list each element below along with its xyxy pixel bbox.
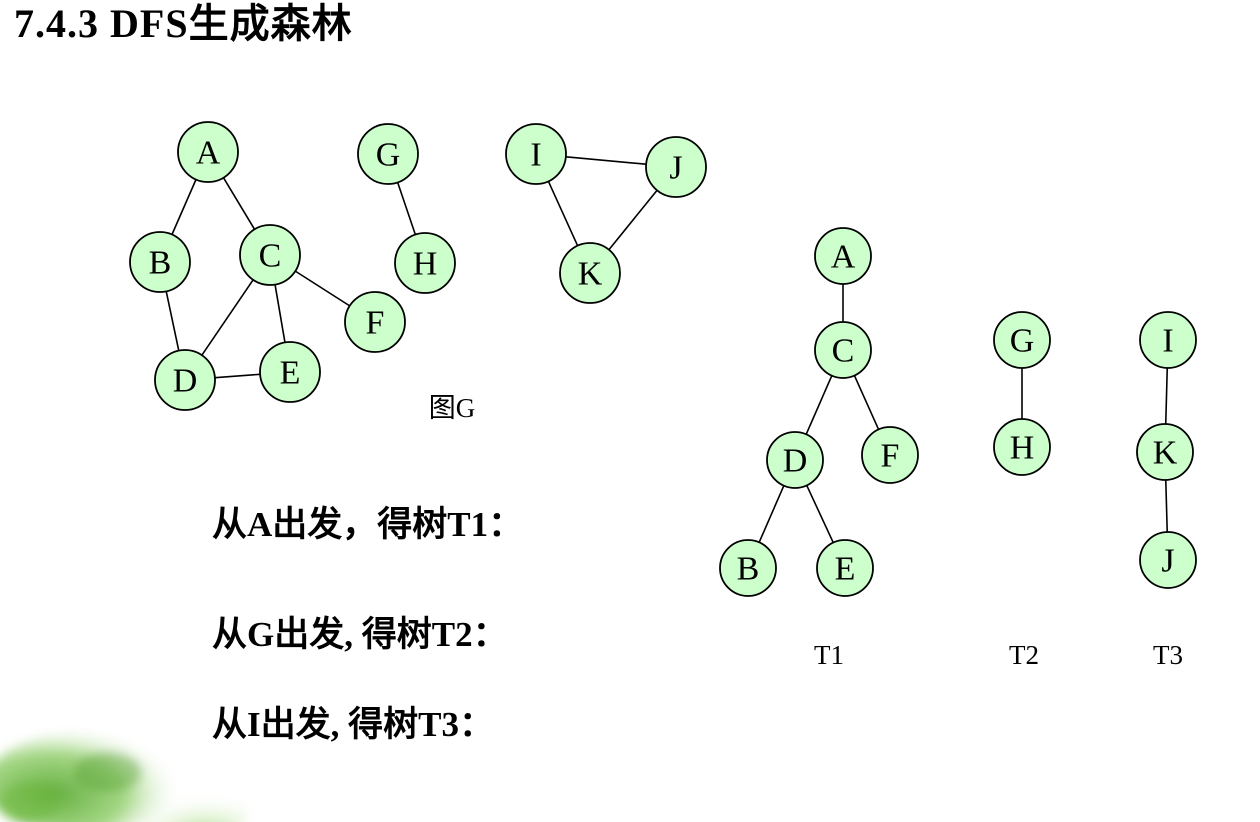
tree-t2-node-label: H	[1010, 430, 1035, 467]
graph-g-edge-A-C	[222, 177, 256, 230]
graph-g-node-I[interactable]: I	[505, 123, 567, 185]
graph-g-node-circle	[129, 231, 191, 293]
tree-t1-node-circle	[766, 431, 824, 489]
graph-g-node-label: E	[280, 355, 301, 392]
tree-t1-node-A[interactable]: A	[814, 227, 872, 285]
graph-g-edge-I-K	[547, 180, 579, 247]
graph-g-edge-J-K	[608, 189, 658, 251]
forest-edges	[758, 284, 1169, 543]
tree-t1-node-circle	[814, 321, 872, 379]
tree-t3-edge-I-K	[1164, 367, 1169, 425]
graph-g-node-F[interactable]: F	[344, 291, 406, 353]
graph-g-node-G[interactable]: G	[357, 123, 419, 185]
graph-g-node-label: J	[669, 150, 682, 187]
graph-g-node-circle	[505, 123, 567, 185]
tree-t1-node-circle	[814, 227, 872, 285]
diagram-captions: T1 T2 T3 图G	[429, 393, 1183, 670]
graph-g-node-label: K	[578, 256, 603, 293]
tree-t1-node-C[interactable]: C	[814, 321, 872, 379]
graph-g-node-label: A	[196, 135, 221, 172]
tree-t1-node-F[interactable]: F	[861, 426, 919, 484]
graph-g-caption: 图G	[429, 393, 476, 423]
tree-t1-edge-C-D	[805, 375, 833, 435]
graph-g-node-circle	[344, 291, 406, 353]
tree-t3-node-circle	[1136, 423, 1194, 481]
body-line-1: 从A出发，得树T1：	[212, 505, 524, 544]
graph-g-edge-I-J	[565, 155, 647, 166]
graph-g-node-E[interactable]: E	[259, 341, 321, 403]
graph-g-node-label: H	[413, 246, 438, 283]
graph-g-node-label: D	[173, 363, 198, 400]
tree-label-t1: T1	[814, 640, 844, 670]
tree-t1-node-E[interactable]: E	[816, 539, 874, 597]
tree-t1-node-label: C	[832, 333, 855, 370]
graph-g-edge-C-E	[274, 284, 286, 343]
graph-g-node-circle	[357, 123, 419, 185]
graph-g-node-A[interactable]: A	[177, 121, 239, 183]
graph-g-edge-G-H	[396, 182, 417, 235]
tree-t2-node-circle	[993, 311, 1051, 369]
tree-label-t3: T3	[1153, 640, 1183, 670]
tree-t1-node-label: D	[783, 443, 808, 480]
graph-g-edge-C-F	[294, 270, 351, 307]
tree-t1-node-D[interactable]: D	[766, 431, 824, 489]
tree-t3-node-label: K	[1153, 435, 1178, 472]
graph-g-edge-C-D	[201, 279, 254, 356]
graph-g-node-circle	[239, 224, 301, 286]
graph-g-node-circle	[559, 242, 621, 304]
graph-g-node-circle	[645, 136, 707, 198]
tree-t1-node-circle	[861, 426, 919, 484]
tree-t3-node-I[interactable]: I	[1139, 311, 1197, 369]
tree-t1-edge-D-B	[758, 485, 785, 543]
graph-g-edges	[165, 155, 658, 379]
tree-t3-node-circle	[1139, 311, 1197, 369]
graph-g-node-K[interactable]: K	[559, 242, 621, 304]
graph-g-node-circle	[154, 349, 216, 411]
graph-g-node-label: B	[149, 245, 172, 282]
graph-g-node-label: G	[376, 137, 401, 174]
tree-t3-node-label: I	[1162, 323, 1173, 360]
graph-g-edge-D-E	[214, 373, 261, 379]
graph-g-node-circle	[177, 121, 239, 183]
tree-t1-node-label: E	[835, 551, 856, 588]
graph-g-node-label: C	[259, 238, 282, 275]
graph-g-edge-B-D	[165, 291, 180, 351]
tree-t1-node-label: A	[831, 239, 856, 276]
body-line-3: 从I出发, 得树T3：	[212, 705, 494, 744]
graph-g-node-circle	[394, 232, 456, 294]
forest-nodes: A C D F B E G H I K J	[719, 227, 1197, 597]
tree-t2-node-G[interactable]: G	[993, 311, 1051, 369]
graph-g-node-C[interactable]: C	[239, 224, 301, 286]
tree-t1-edge-C-F	[853, 375, 880, 430]
tree-t3-node-K[interactable]: K	[1136, 423, 1194, 481]
tree-t3-node-J[interactable]: J	[1139, 531, 1197, 589]
graph-g-node-label: I	[530, 137, 541, 174]
tree-t3-edge-K-J	[1164, 479, 1169, 533]
tree-t2-node-circle	[993, 418, 1051, 476]
graph-g-node-label: F	[366, 305, 385, 342]
graph-g-nodes: A B C D E F G H I J K	[129, 121, 707, 411]
tree-t3-node-circle	[1139, 531, 1197, 589]
tree-t1-node-circle	[719, 539, 777, 597]
tree-t1-node-label: F	[881, 438, 900, 475]
tree-t2-node-H[interactable]: H	[993, 418, 1051, 476]
tree-t3-node-label: J	[1161, 543, 1174, 580]
tree-t2-node-label: G	[1010, 323, 1035, 360]
graph-g-node-B[interactable]: B	[129, 231, 191, 293]
tree-t1-node-B[interactable]: B	[719, 539, 777, 597]
graph-g-node-J[interactable]: J	[645, 136, 707, 198]
graph-g-node-circle	[259, 341, 321, 403]
graph-g-node-D[interactable]: D	[154, 349, 216, 411]
tree-t1-node-circle	[816, 539, 874, 597]
graph-g-node-H[interactable]: H	[394, 232, 456, 294]
body-line-2: 从G出发, 得树T2：	[212, 615, 508, 654]
tree-t1-node-label: B	[737, 551, 760, 588]
tree-label-t2: T2	[1009, 640, 1039, 670]
page-title: 7.4.3 DFS生成森林	[14, 1, 353, 46]
graph-g-edge-A-B	[171, 179, 197, 235]
tree-t1-edge-D-E	[806, 485, 834, 543]
